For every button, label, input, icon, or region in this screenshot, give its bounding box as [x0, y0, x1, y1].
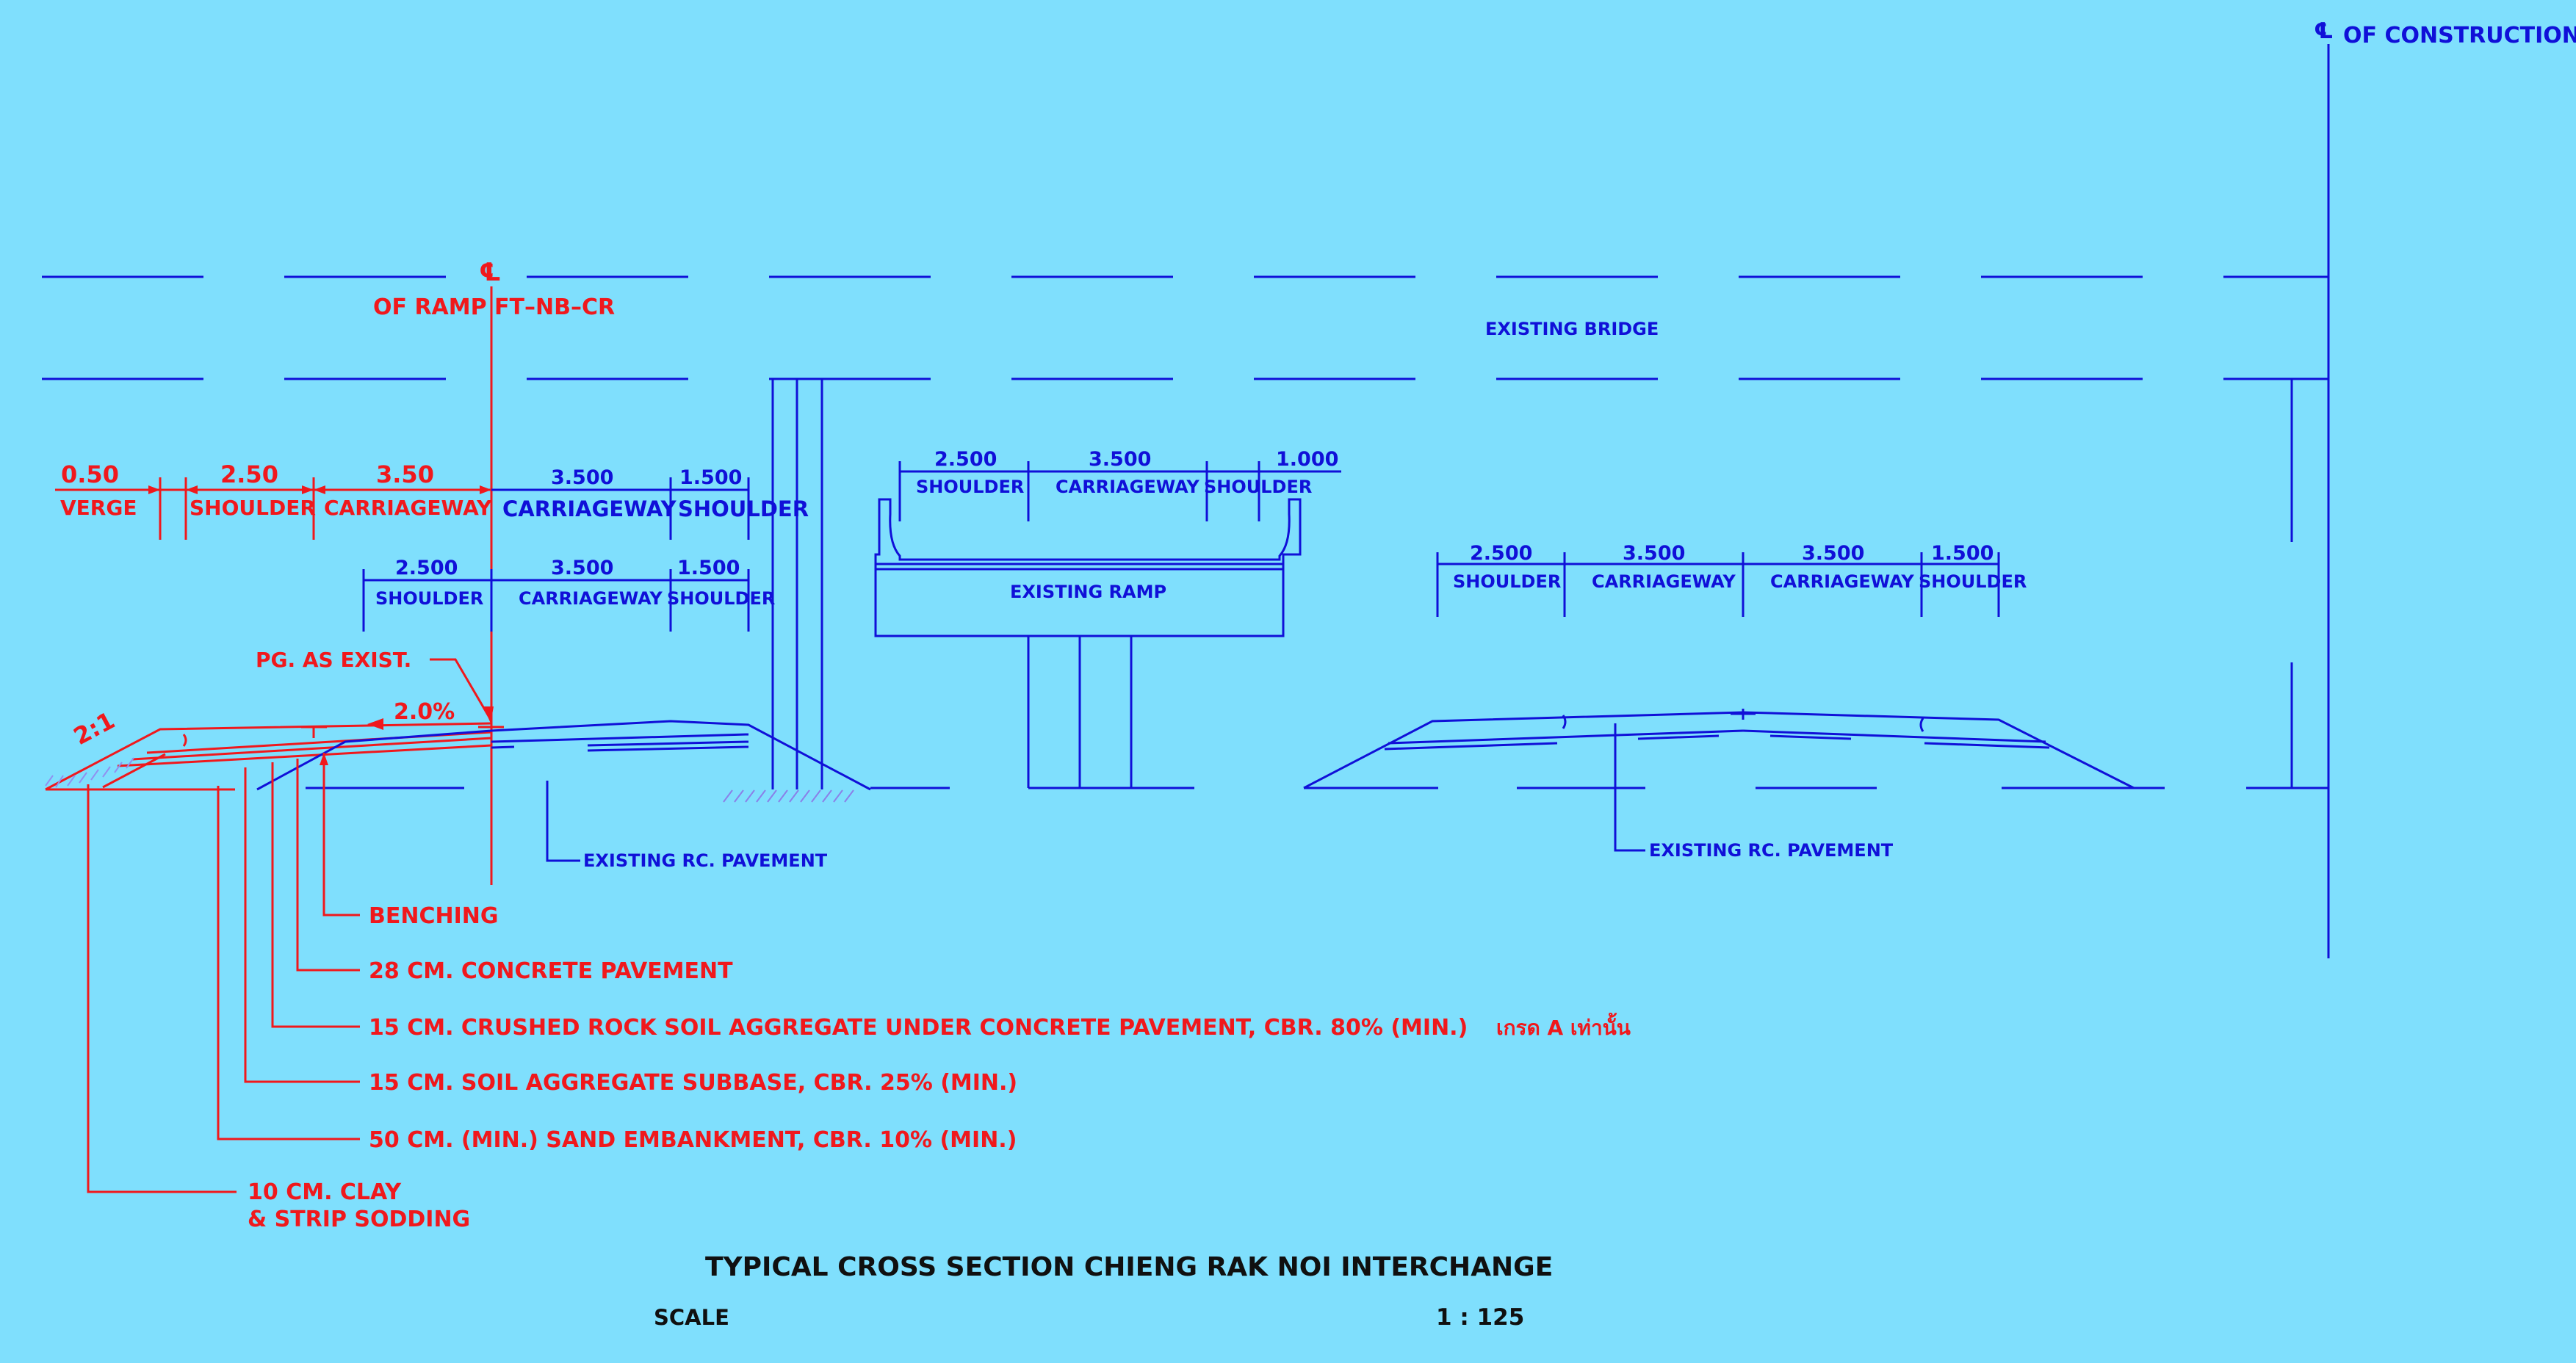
clay-layer-line1: 10 CM. CLAY: [248, 1179, 402, 1205]
existing-pavement-right-label: EXISTING RC. PAVEMENT: [1649, 840, 1894, 861]
ramp-shoulder2-value: 1.000: [1276, 448, 1338, 471]
right-carriageway-value: 3.500: [1623, 542, 1685, 565]
pg-label: PG. AS EXIST.: [256, 648, 411, 672]
layer-concrete-pavement: 28 CM. CONCRETE PAVEMENT: [369, 958, 733, 984]
layer-notes: BENCHING 28 CM. CONCRETE PAVEMENT 15 CM.…: [248, 903, 1631, 1232]
construction-centerline: ℄ OF CONSTRUCTION: [2314, 18, 2576, 958]
ramp-cl-symbol: ℄: [479, 258, 501, 287]
ramp-dimensions: 2.500 SHOULDER 3.500 CARRIAGEWAY 1.000 S…: [898, 448, 1341, 521]
layer-benching: BENCHING: [369, 903, 498, 929]
existing-upper-shoulder-value: 1.500: [679, 466, 742, 489]
layer-subbase: 15 CM. SOIL AGGREGATE SUBBASE, CBR. 25% …: [369, 1070, 1017, 1096]
proposed-carriageway-value: 3.50: [376, 460, 434, 488]
right-carriageway2-value: 3.500: [1802, 542, 1864, 565]
ramp-shoulder-label: SHOULDER: [916, 477, 1024, 497]
existing-lower-shoulder2-value: 1.500: [677, 557, 740, 579]
existing-upper-carriageway-value: 3.500: [551, 466, 613, 489]
crossfall-label: 2.0%: [394, 699, 455, 725]
slope-label: 2:1: [69, 706, 119, 751]
existing-upper-carriageway-label: CARRIAGEWAY: [502, 496, 677, 521]
clay-layer-line2: & STRIP SODDING: [248, 1207, 470, 1232]
drawing-title: TYPICAL CROSS SECTION CHIENG RAK NOI INT…: [705, 1252, 1553, 1282]
ramp-shoulder-value: 2.500: [934, 448, 997, 471]
right-carriageway-label: CARRIAGEWAY: [1592, 571, 1736, 592]
construction-cl-label: OF CONSTRUCTION: [2343, 23, 2576, 48]
layer-sand-embankment: 50 CM. (MIN.) SAND EMBANKMENT, CBR. 10% …: [369, 1127, 1017, 1153]
right-shoulder-label: SHOULDER: [1453, 571, 1561, 592]
layer-leaders: [87, 753, 360, 1193]
proposed-carriageway-label: CARRIAGEWAY: [324, 496, 492, 520]
existing-pavement-left-label: EXISTING RC. PAVEMENT: [583, 850, 828, 871]
ramp-carriageway-label: CARRIAGEWAY: [1056, 477, 1199, 497]
title-block: TYPICAL CROSS SECTION CHIENG RAK NOI INT…: [654, 1252, 1553, 1331]
left-annotations: 2:1 2.0% PG. AS EXIST. EXISTING RC. PAVE…: [69, 648, 828, 871]
left-pier: [723, 379, 854, 803]
right-shoulder-value: 2.500: [1470, 542, 1532, 565]
ramp-carriageway-value: 3.500: [1089, 448, 1151, 471]
existing-lower-shoulder2-label: SHOULDER: [667, 588, 775, 609]
proposed-dimensions: 0.50 VERGE 2.50 SHOULDER 3.50 CARRIAGEWA…: [55, 460, 492, 540]
existing-lower-carriageway-label: CARRIAGEWAY: [519, 588, 663, 609]
ramp-shoulder2-label: SHOULDER: [1204, 477, 1312, 497]
existing-upper-dimensions: 3.500 CARRIAGEWAY 1.500 SHOULDER: [491, 466, 809, 540]
proposed-shoulder-value: 2.50: [220, 460, 278, 488]
right-carriageway2-label: CARRIAGEWAY: [1770, 571, 1914, 592]
verge-label: VERGE: [60, 496, 137, 520]
grade-note: เกรด A เท่านั้น: [1496, 1012, 1631, 1040]
layer-crushed-rock: 15 CM. CRUSHED ROCK SOIL AGGREGATE UNDER…: [369, 1015, 1468, 1041]
existing-lower-shoulder-label: SHOULDER: [375, 588, 483, 609]
ramp-centerline: ℄ OF RAMP FT–NB–CR: [373, 258, 615, 885]
existing-bridge-label: EXISTING BRIDGE: [1485, 319, 1659, 339]
existing-ramp-structure: EXISTING RAMP: [874, 498, 1302, 789]
existing-lower-shoulder-value: 2.500: [395, 557, 458, 579]
ramp-cl-label: OF RAMP FT–NB–CR: [373, 294, 615, 320]
existing-lower-carriageway-value: 3.500: [551, 557, 613, 579]
right-dimensions: 2.500 SHOULDER 3.500 CARRIAGEWAY 3.500 C…: [1436, 542, 2027, 617]
verge-value: 0.50: [61, 460, 119, 488]
existing-bridge-lines: EXISTING BRIDGE: [42, 275, 2328, 380]
scale-value: 1 : 125: [1436, 1304, 1524, 1331]
right-road-profile: EXISTING RC. PAVEMENT: [1303, 709, 2165, 861]
construction-cl-symbol: ℄: [2314, 18, 2334, 44]
existing-upper-shoulder-label: SHOULDER: [678, 496, 809, 521]
right-pier: [2246, 379, 2328, 789]
existing-lower-dimensions: 2.500 SHOULDER 3.500 CARRIAGEWAY 1.500 S…: [362, 557, 775, 632]
proposed-shoulder-label: SHOULDER: [190, 496, 316, 520]
scale-label: SCALE: [654, 1305, 729, 1330]
left-road-profile: [45, 720, 950, 791]
right-shoulder2-value: 1.500: [1931, 542, 1994, 565]
right-shoulder2-label: SHOULDER: [1919, 571, 2027, 592]
existing-ramp-label: EXISTING RAMP: [1010, 582, 1166, 602]
